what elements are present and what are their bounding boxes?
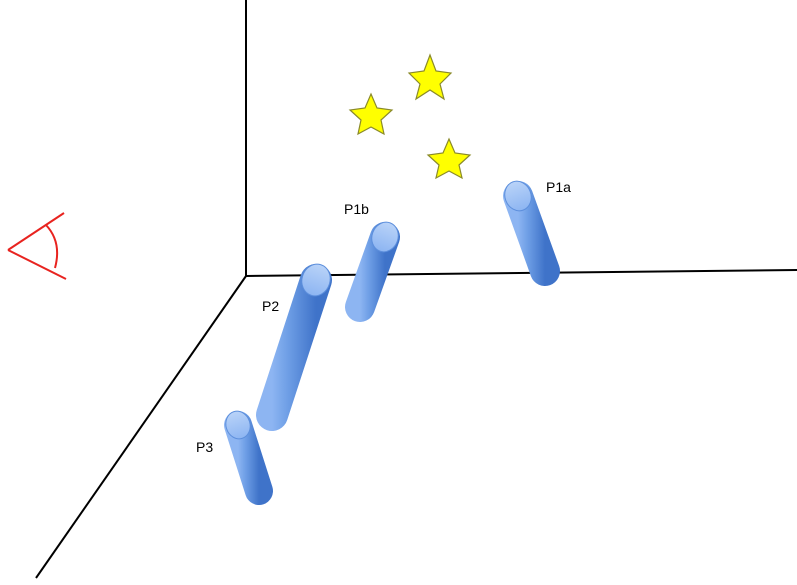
star-icon	[348, 92, 394, 136]
label-p3: P3	[196, 439, 213, 455]
label-p2: P2	[262, 298, 279, 314]
star-icon	[426, 137, 472, 180]
depth-axis	[35, 275, 247, 579]
eye-icon	[7, 212, 67, 280]
cylinder-p3	[224, 410, 273, 505]
label-p1b: P1b	[344, 201, 369, 217]
star-icon	[407, 53, 453, 101]
cylinder-p1a	[503, 180, 560, 286]
horizontal-axis	[245, 269, 797, 277]
stars	[348, 53, 472, 180]
label-p1a: P1a	[546, 179, 571, 195]
cylinder-p2	[256, 263, 332, 431]
axes	[35, 0, 797, 579]
cylinder-p1b	[345, 221, 400, 322]
